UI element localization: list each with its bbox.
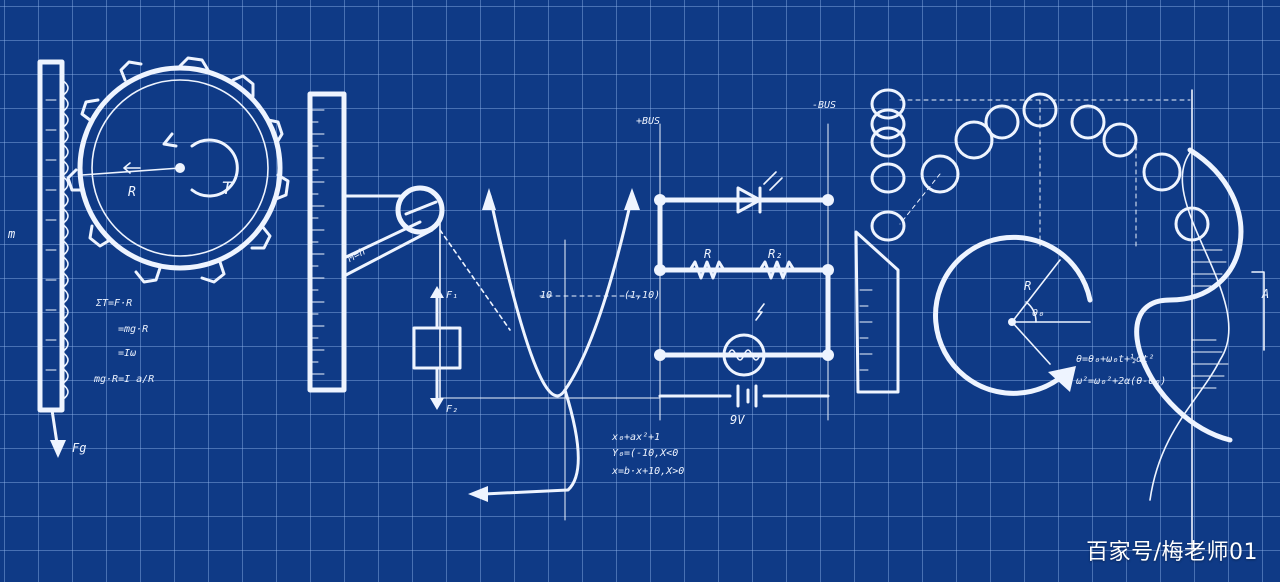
torque-label: T xyxy=(222,179,234,199)
letter-c-rotation xyxy=(933,234,1093,396)
bus-minus-label: -BUS xyxy=(812,100,836,111)
letter-y-graph xyxy=(439,188,661,521)
tick-10: 10 xyxy=(540,290,552,301)
f-eq-1: x₀+ax²+1 xyxy=(611,432,660,443)
letter-p-gear-rack xyxy=(37,56,290,458)
circle-radius-label: R xyxy=(1024,279,1031,293)
f-eq-2: Y₀=(-10,X<0 xyxy=(612,448,678,459)
equation-1: ΣT=F·R xyxy=(95,298,132,309)
f-eq-3: x=b·x+10,X>0 xyxy=(611,466,684,477)
letter-s-circuit xyxy=(654,123,834,421)
equation-2: =mg·R xyxy=(118,324,148,335)
letter-h-ruler-pulley xyxy=(307,91,511,410)
letter-s-wave xyxy=(1134,89,1265,551)
radius-label: R xyxy=(128,185,136,200)
f2-label: F₂ xyxy=(446,404,458,415)
circle-eq-1: θ=θ₀+ω₀t+½αt² xyxy=(1076,353,1154,365)
watermark-text: 百家号/梅老师01 xyxy=(1086,540,1258,565)
f1-label: F₁ xyxy=(446,290,458,301)
equation-4: mg·R=I a/R xyxy=(93,374,154,385)
resistor-r1: R xyxy=(704,247,711,261)
mass-label: m xyxy=(7,227,15,241)
bus-plus-label: +BUS xyxy=(636,116,660,127)
theta-label: θ₀ xyxy=(1032,308,1044,319)
circle-eq-2: ω²=ω₀²+2α(θ-θ₀) xyxy=(1076,376,1166,387)
letter-i-beads xyxy=(854,88,1210,394)
wave-amplitude-label: A xyxy=(1261,287,1269,301)
resistor-r2: R₂ xyxy=(768,247,782,261)
point-label: (1,10) xyxy=(624,290,660,301)
battery-label: 9V xyxy=(730,413,745,427)
force-g-label: Fg xyxy=(72,441,86,455)
equation-3: =Iω xyxy=(118,348,136,359)
